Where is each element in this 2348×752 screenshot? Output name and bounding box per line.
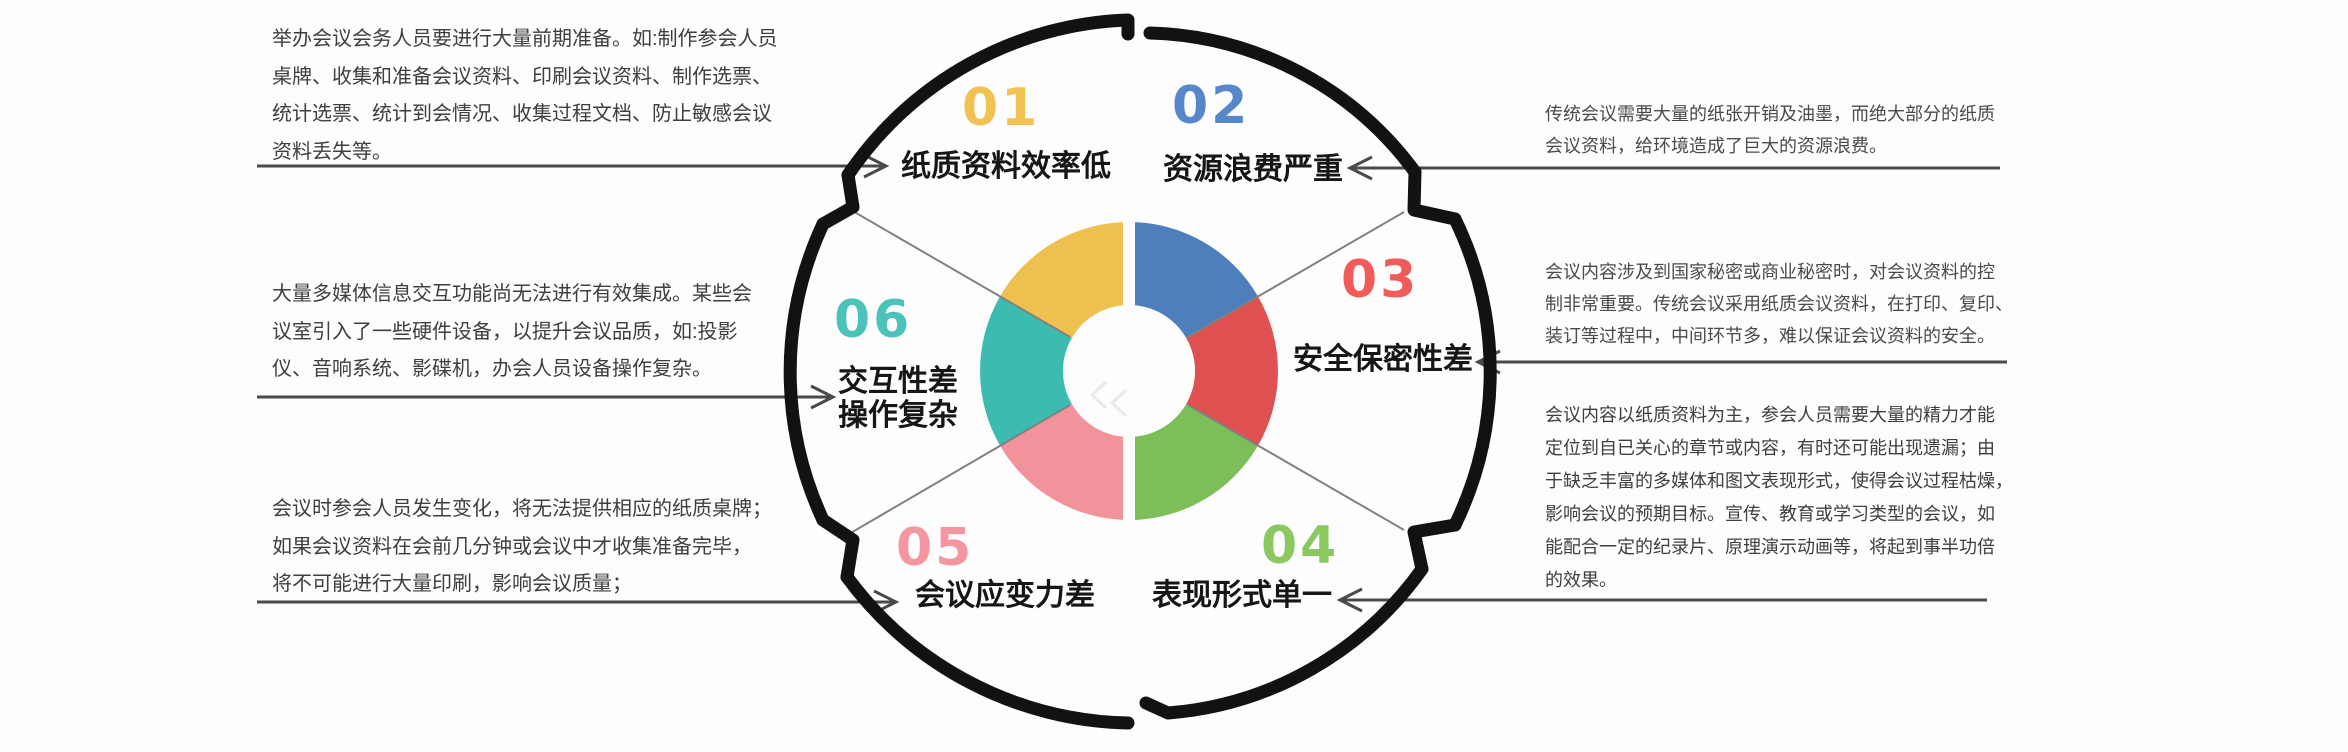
desc-block-06: 大量多媒体信息交互功能尚无法进行有效集成。某些会 议室引入了一些硬件设备，以提升… xyxy=(272,283,752,380)
wedge-04-green xyxy=(1129,404,1258,520)
arrow-01 xyxy=(257,153,890,179)
wedge-06-teal xyxy=(980,296,1072,446)
desc-block-02: 传统会议需要大量的纸张开销及油墨，而绝大部分的纸质 会议资料，给环境造成了巨大的… xyxy=(1545,104,1995,156)
gap-top xyxy=(1123,212,1135,312)
wedge-01-yellow xyxy=(1000,222,1129,338)
segment-label-06: 交互性差 操作复杂 xyxy=(838,365,958,432)
desc-block-05: 会议时参会人员发生变化，将无法提供相应的纸质桌牌； 如果会议资料在会前几分钟或会… xyxy=(272,498,772,595)
segment-number-01: 01 xyxy=(962,78,1041,138)
gap-bottom xyxy=(1123,430,1135,702)
hole-watermark-arrows xyxy=(1089,380,1128,418)
segment-label-05: 会议应变力差 xyxy=(915,579,1095,612)
segment-number-03: 03 xyxy=(1341,250,1420,310)
wedge-02-blue xyxy=(1129,222,1258,338)
segment-number-04: 04 xyxy=(1261,516,1340,576)
desc-block-01: 举办会议会务人员要进行大量前期准备。如:制作参会人员 桌牌、收集和准备会议资料、… xyxy=(272,28,778,163)
arrow-lines xyxy=(257,153,2007,615)
segment-number-06: 06 xyxy=(834,290,913,350)
arrow-04 xyxy=(1336,587,1987,613)
divider-lines xyxy=(848,209,1405,535)
segment-label-02: 资源浪费严重 xyxy=(1163,153,1343,186)
arrow-03 xyxy=(1474,349,2007,375)
arrow-06 xyxy=(257,384,837,410)
desc-block-04: 会议内容以纸质资料为主，参会人员需要大量的精力才能 定位到自已关心的章节或内容，… xyxy=(1545,405,2013,590)
segment-label-03: 安全保密性差 xyxy=(1293,343,1473,376)
outer-circle xyxy=(783,13,1497,730)
arrow-02 xyxy=(1346,155,2000,181)
segment-number-05: 05 xyxy=(896,518,975,578)
wedge-05-pink xyxy=(1000,404,1129,520)
segment-label-04: 表现形式单一 xyxy=(1152,579,1332,612)
wedge-03-red xyxy=(1186,296,1278,446)
segment-number-02: 02 xyxy=(1172,76,1251,136)
segment-label-01: 纸质资料效率低 xyxy=(901,150,1111,183)
desc-block-03: 会议内容涉及到国家秘密或商业秘密时，对会议资料的控 制非常重要。传统会议采用纸质… xyxy=(1545,262,2013,346)
